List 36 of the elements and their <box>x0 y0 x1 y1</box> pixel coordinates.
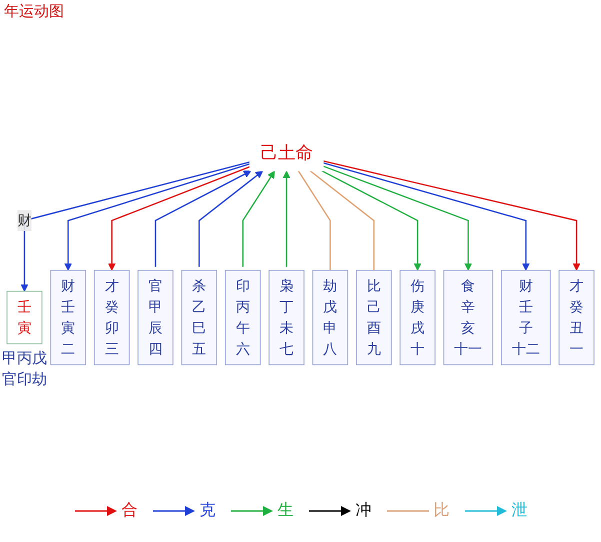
column-box: 财 壬 子 十二 <box>500 270 551 366</box>
arrow <box>282 170 290 267</box>
legend-label: 合 <box>122 500 138 521</box>
edge-label: 财 <box>17 210 32 232</box>
column-box: 才 癸 卯 三 <box>94 270 130 366</box>
arrow <box>323 162 530 271</box>
beside-note: 甲丙戊 <box>2 348 47 367</box>
column-box: 官 甲 辰 四 <box>138 270 174 366</box>
legend-label: 生 <box>278 500 294 521</box>
beside-note: 官印劫 <box>2 370 47 388</box>
arrow <box>322 166 472 271</box>
arrow <box>198 170 264 267</box>
legend-label: 泄 <box>512 500 528 521</box>
arrow <box>64 163 250 271</box>
column-box: 才 癸 丑 一 <box>558 270 594 366</box>
column-box: 印 丙 午 六 <box>224 270 261 366</box>
arrow <box>20 161 250 292</box>
column-box: 食 辛 亥 十一 <box>443 270 494 366</box>
column-box: 枭 丁 未 七 <box>268 270 304 366</box>
arrow <box>242 170 275 267</box>
legend-label: 比 <box>434 500 450 521</box>
column-box: 杀 乙 巳 五 <box>181 270 218 366</box>
arrow <box>108 166 250 271</box>
arrow <box>154 170 252 267</box>
column-box: 财 壬 寅 二 <box>50 270 86 366</box>
text-node: 壬 寅 <box>6 290 42 344</box>
diagram-title: 年运动图 <box>4 2 64 21</box>
connector-line <box>298 170 331 270</box>
legend-label: 冲 <box>356 500 372 521</box>
column-box: 伤 庚 戌 十 <box>400 270 436 366</box>
arrow <box>323 160 580 271</box>
column-box: 比 己 酉 九 <box>356 270 392 366</box>
legend-label: 克 <box>200 500 216 521</box>
column-box: 劫 戊 申 八 <box>312 270 348 366</box>
connector-line <box>310 170 375 270</box>
arrow <box>322 170 422 271</box>
